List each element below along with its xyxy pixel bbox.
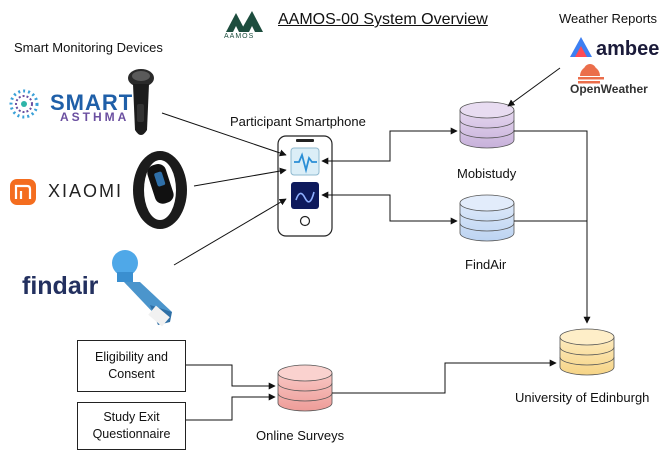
mobistudy-database-icon <box>459 101 515 149</box>
arrow-phone-mobistudy <box>321 127 458 165</box>
eligibility-line2: Consent <box>108 367 155 381</box>
eligibility-consent-box: Eligibility and Consent <box>77 340 186 392</box>
surveys-database-icon <box>277 364 333 412</box>
exit-line1: Study Exit <box>103 410 160 425</box>
smart-inhaler-device-icon <box>128 69 154 135</box>
arrow-eligibility-to-surveys <box>186 364 276 390</box>
openweather-logo-icon <box>578 64 604 84</box>
smart-brand-text: SMART <box>50 90 134 115</box>
weather-section-title: Weather Reports <box>559 11 658 26</box>
study-exit-box: Study Exit Questionnaire <box>77 402 186 450</box>
devices-section-title: Smart Monitoring Devices <box>14 40 163 55</box>
arrow-exit-to-surveys <box>186 393 276 421</box>
eligibility-line1: Eligibility and <box>95 350 168 365</box>
smartphone-section-title: Participant Smartphone <box>230 114 366 129</box>
smart-asthma-logo-icon <box>9 89 39 119</box>
findair-brand-text: findair <box>22 272 99 300</box>
surveys-label: Online Surveys <box>256 428 345 443</box>
arrow-phone-findair <box>321 191 458 225</box>
xiaomi-brand-text: XIAOMI <box>48 181 124 201</box>
arrow-smart-to-phone <box>161 112 287 157</box>
aamos-logo-icon <box>226 11 263 32</box>
ambee-brand-text: ambee <box>596 38 660 60</box>
findair-inhaler-device-icon <box>112 250 172 327</box>
arrow-mobistudy-to-edinburgh <box>514 130 591 324</box>
aamos-logo-text: AAMOS <box>224 33 255 40</box>
findair-db-label: FindAir <box>465 257 507 272</box>
ambee-logo-icon <box>570 37 592 57</box>
arrow-weather-to-mobistudy <box>507 67 561 107</box>
connector-lines <box>161 67 591 421</box>
mobistudy-label: Mobistudy <box>457 166 517 181</box>
edinburgh-database-icon <box>559 328 615 376</box>
arrow-surveys-to-edinburgh <box>332 359 557 394</box>
edinburgh-label: University of Edinburgh <box>515 390 650 405</box>
exit-line2: Questionnaire <box>92 427 171 441</box>
openweather-brand-text: OpenWeather <box>570 82 648 96</box>
xiaomi-band-device-icon <box>133 151 187 229</box>
diagram-title: AAMOS-00 System Overview <box>278 11 488 28</box>
xiaomi-logo-icon <box>10 179 36 205</box>
arrow-findair-to-phone <box>173 198 287 266</box>
findair-database-icon <box>459 194 515 242</box>
participant-smartphone-icon <box>277 135 333 237</box>
arrow-xiaomi-to-phone <box>193 167 287 187</box>
asthma-brand-text: ASTHMA <box>60 110 130 124</box>
